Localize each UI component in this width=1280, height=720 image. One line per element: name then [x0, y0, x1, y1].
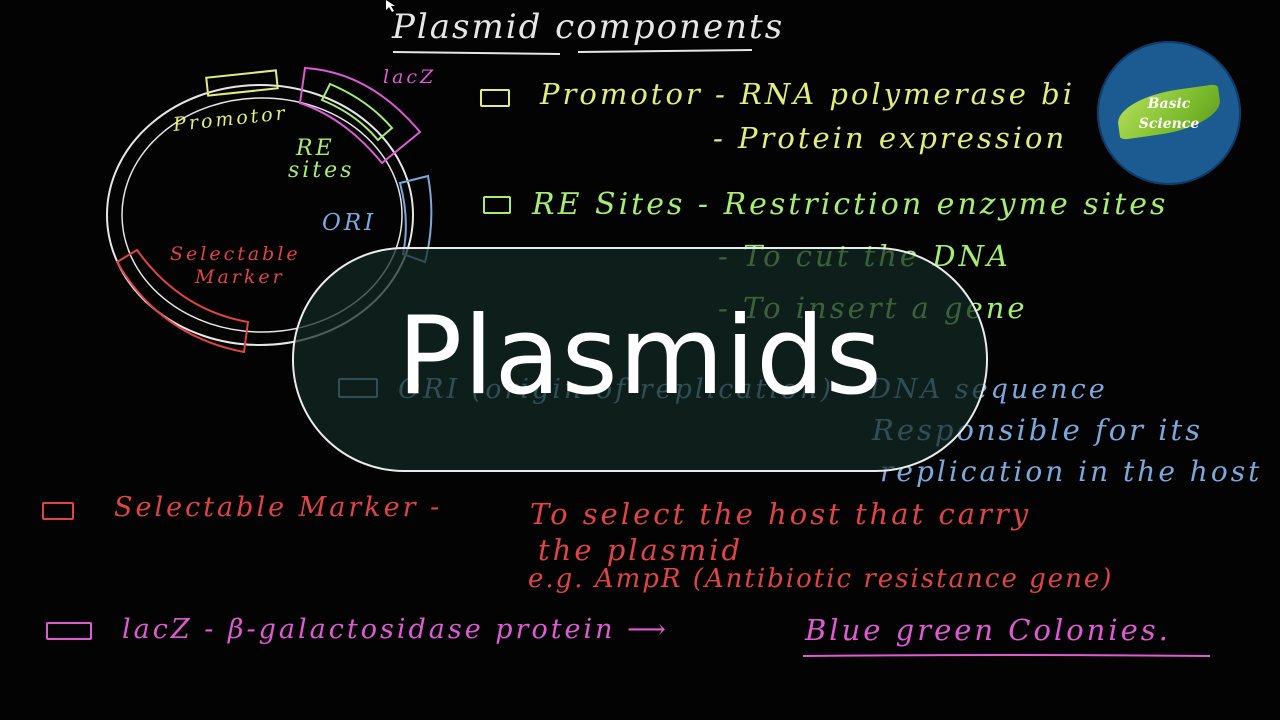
- note-lacz-line1b: Blue green Colonies.: [805, 613, 1171, 647]
- logo-text-science: Science: [1138, 116, 1200, 132]
- checkbox-lacz-icon: [46, 622, 92, 640]
- checkbox-selectable-marker-icon: [42, 502, 74, 520]
- note-sm-line1b: To select the host that carry: [530, 497, 1032, 531]
- note-promotor-line1: Promotor - RNA polymerase bi: [540, 77, 1075, 111]
- note-lacz-line1: lacZ - β-galactosidase protein ⟶: [122, 614, 669, 645]
- note-promotor-line2: - Protein expression: [713, 121, 1068, 155]
- label-selectable: Selectable: [170, 243, 301, 265]
- checkbox-re-sites-icon: [483, 196, 511, 214]
- re-sites-segment: [320, 82, 394, 142]
- overlay-title: Plasmids: [397, 293, 883, 419]
- note-sm-line3: e.g. AmpR (Antibiotic resistance gene): [528, 564, 1114, 594]
- label-ori: ORI: [322, 210, 377, 236]
- note-sm-line2: the plasmid: [538, 533, 744, 567]
- plasmid-ring-inner: [121, 97, 403, 333]
- heading-underline: [392, 49, 753, 55]
- label-re: RE: [296, 136, 335, 161]
- checkbox-promotor-icon: [480, 89, 510, 107]
- label-lacz: lacZ: [383, 66, 437, 88]
- title-overlay: Plasmids: [292, 247, 988, 472]
- logo-text-basic: Basic: [1147, 96, 1191, 112]
- promotor-segment: [205, 69, 279, 97]
- label-marker: Marker: [195, 266, 285, 288]
- note-sm-line1: Selectable Marker -: [114, 492, 443, 523]
- note-ori-line3: replication in the host: [880, 455, 1263, 488]
- selectable-marker-segment: [115, 248, 250, 354]
- lacz-segment: [298, 66, 422, 165]
- note-re-line1: RE Sites - Restriction enzyme sites: [532, 187, 1169, 222]
- label-sites: sites: [288, 158, 355, 183]
- plasmid-ring-outer: [106, 84, 414, 346]
- board-heading: Plasmid components: [392, 7, 785, 47]
- cursor-icon: [386, 0, 395, 12]
- basic-science-logo: Basic Science: [1097, 41, 1241, 185]
- colonies-underline: [802, 654, 1211, 657]
